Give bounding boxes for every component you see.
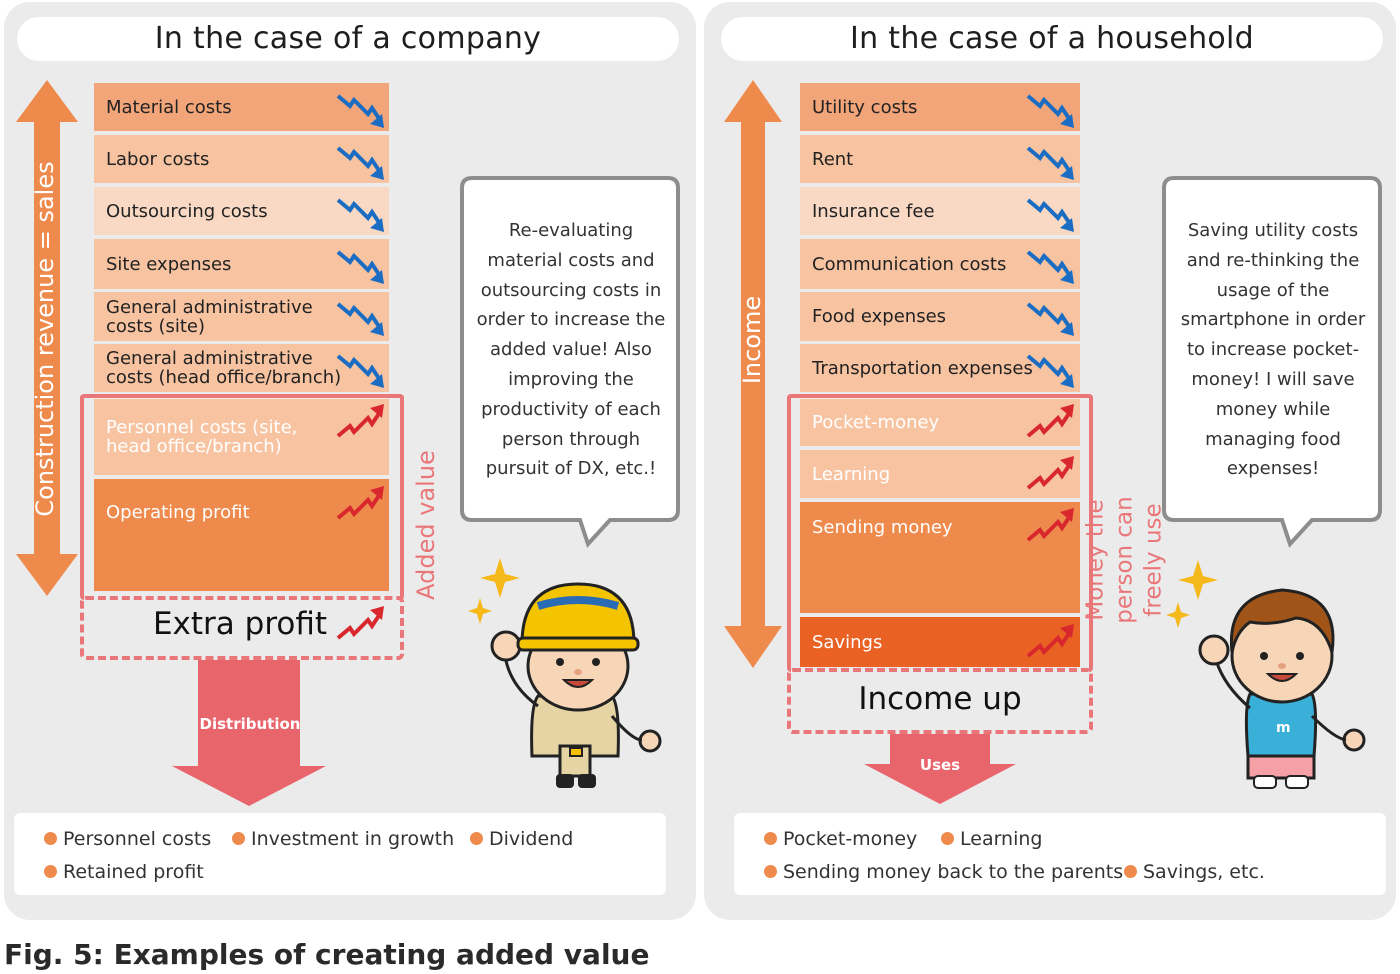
bullet-dot-icon [1124, 865, 1137, 878]
bullet-dot-icon [764, 832, 777, 845]
increase-arrow-icon [336, 606, 384, 640]
income-axis-label: Income [738, 295, 766, 385]
learning-bar: Learning [800, 450, 1080, 498]
household-speech-text: Saving utility costs and re-thinking the… [1180, 220, 1366, 480]
extra-profit-label: Extra profit [152, 606, 328, 642]
bullet-dot-icon [232, 832, 245, 845]
revenue-axis-label: Construction revenue = sales [31, 161, 59, 517]
pocket-money-bar: Pocket-money [800, 399, 1080, 446]
savings-bar: Savings [800, 617, 1080, 667]
revenue-double-arrow [16, 80, 78, 596]
construction-worker-character [468, 558, 662, 788]
decrease-arrow-icon [1026, 354, 1074, 388]
cost-bar-insurance: Insurance fee [800, 187, 1080, 235]
increase-arrow-icon [1026, 508, 1074, 542]
decrease-arrow-icon [336, 198, 384, 232]
cost-bar-labor: Labor costs [94, 135, 389, 183]
added-value-label: Added value [412, 450, 440, 600]
increase-arrow-icon [1026, 404, 1074, 438]
uses-arrow [864, 734, 1016, 804]
income-up-label: Income up [858, 681, 1022, 717]
company-speech-bubble [460, 176, 680, 548]
income-up-frame [787, 668, 1093, 734]
decrease-arrow-icon [1026, 94, 1074, 128]
operating-profit-bar: Operating profit [94, 479, 389, 591]
cost-bar-admin-head-office: General administrative costs (head offic… [94, 344, 389, 392]
bullet-dot-icon [44, 865, 57, 878]
bullet-dot-icon [470, 832, 483, 845]
figure-caption: Fig. 5: Examples of creating added value [4, 938, 650, 971]
decrease-arrow-icon [1026, 302, 1074, 336]
result-investment: Investment in growth [232, 828, 454, 850]
distribution-arrow [172, 660, 326, 806]
cost-bar-outsourcing: Outsourcing costs [94, 187, 389, 235]
cost-bar-transportation: Transportation expenses [800, 344, 1080, 392]
bullet-dot-icon [764, 865, 777, 878]
extra-profit-frame [80, 596, 404, 660]
decrease-arrow-icon [336, 354, 384, 388]
income-double-arrow [724, 80, 782, 668]
company-distribution-results [14, 813, 666, 895]
result-dividend: Dividend [470, 828, 573, 850]
increase-arrow-icon [336, 486, 384, 520]
free-money-frame [787, 394, 1093, 672]
cost-bar-communication: Communication costs [800, 239, 1080, 289]
result-retained-profit: Retained profit [44, 861, 204, 883]
cost-bar-food: Food expenses [800, 292, 1080, 341]
decrease-arrow-icon [1026, 146, 1074, 180]
use-savings: Savings, etc. [1124, 861, 1265, 883]
distribution-label: Distribution [199, 715, 301, 733]
decrease-arrow-icon [1026, 250, 1074, 284]
decrease-arrow-icon [336, 94, 384, 128]
cost-bar-admin-site: General administrative costs (site) [94, 292, 389, 341]
household-title: In the case of a household [721, 17, 1383, 61]
boy-character: m [1166, 560, 1366, 789]
free-money-label: Money the person can freely use [1082, 496, 1167, 624]
increase-arrow-icon [1026, 456, 1074, 490]
household-uses-results [734, 813, 1386, 895]
decrease-arrow-icon [336, 250, 384, 284]
added-value-frame [80, 394, 404, 600]
uses-label: Uses [919, 756, 961, 774]
increase-arrow-icon [1026, 624, 1074, 658]
increase-arrow-icon [336, 404, 384, 438]
decrease-arrow-icon [336, 146, 384, 180]
decrease-arrow-icon [336, 302, 384, 336]
cost-bar-material: Material costs [94, 83, 389, 131]
result-personnel-costs: Personnel costs [44, 828, 211, 850]
company-title: In the case of a company [17, 17, 679, 61]
cost-bar-rent: Rent [800, 135, 1080, 183]
cost-bar-utility: Utility costs [800, 83, 1080, 131]
svg-text:m: m [1276, 720, 1291, 736]
cost-bar-site-expenses: Site expenses [94, 239, 389, 289]
bullet-dot-icon [941, 832, 954, 845]
use-pocket-money: Pocket-money [764, 828, 917, 850]
decrease-arrow-icon [1026, 198, 1074, 232]
household-speech-bubble [1162, 176, 1382, 548]
bullet-dot-icon [44, 832, 57, 845]
use-sending-money: Sending money back to the parents [764, 861, 1123, 883]
company-speech-text: Re-evaluating material costs and outsour… [476, 220, 666, 480]
use-learning: Learning [941, 828, 1043, 850]
sending-money-bar: Sending money [800, 502, 1080, 613]
